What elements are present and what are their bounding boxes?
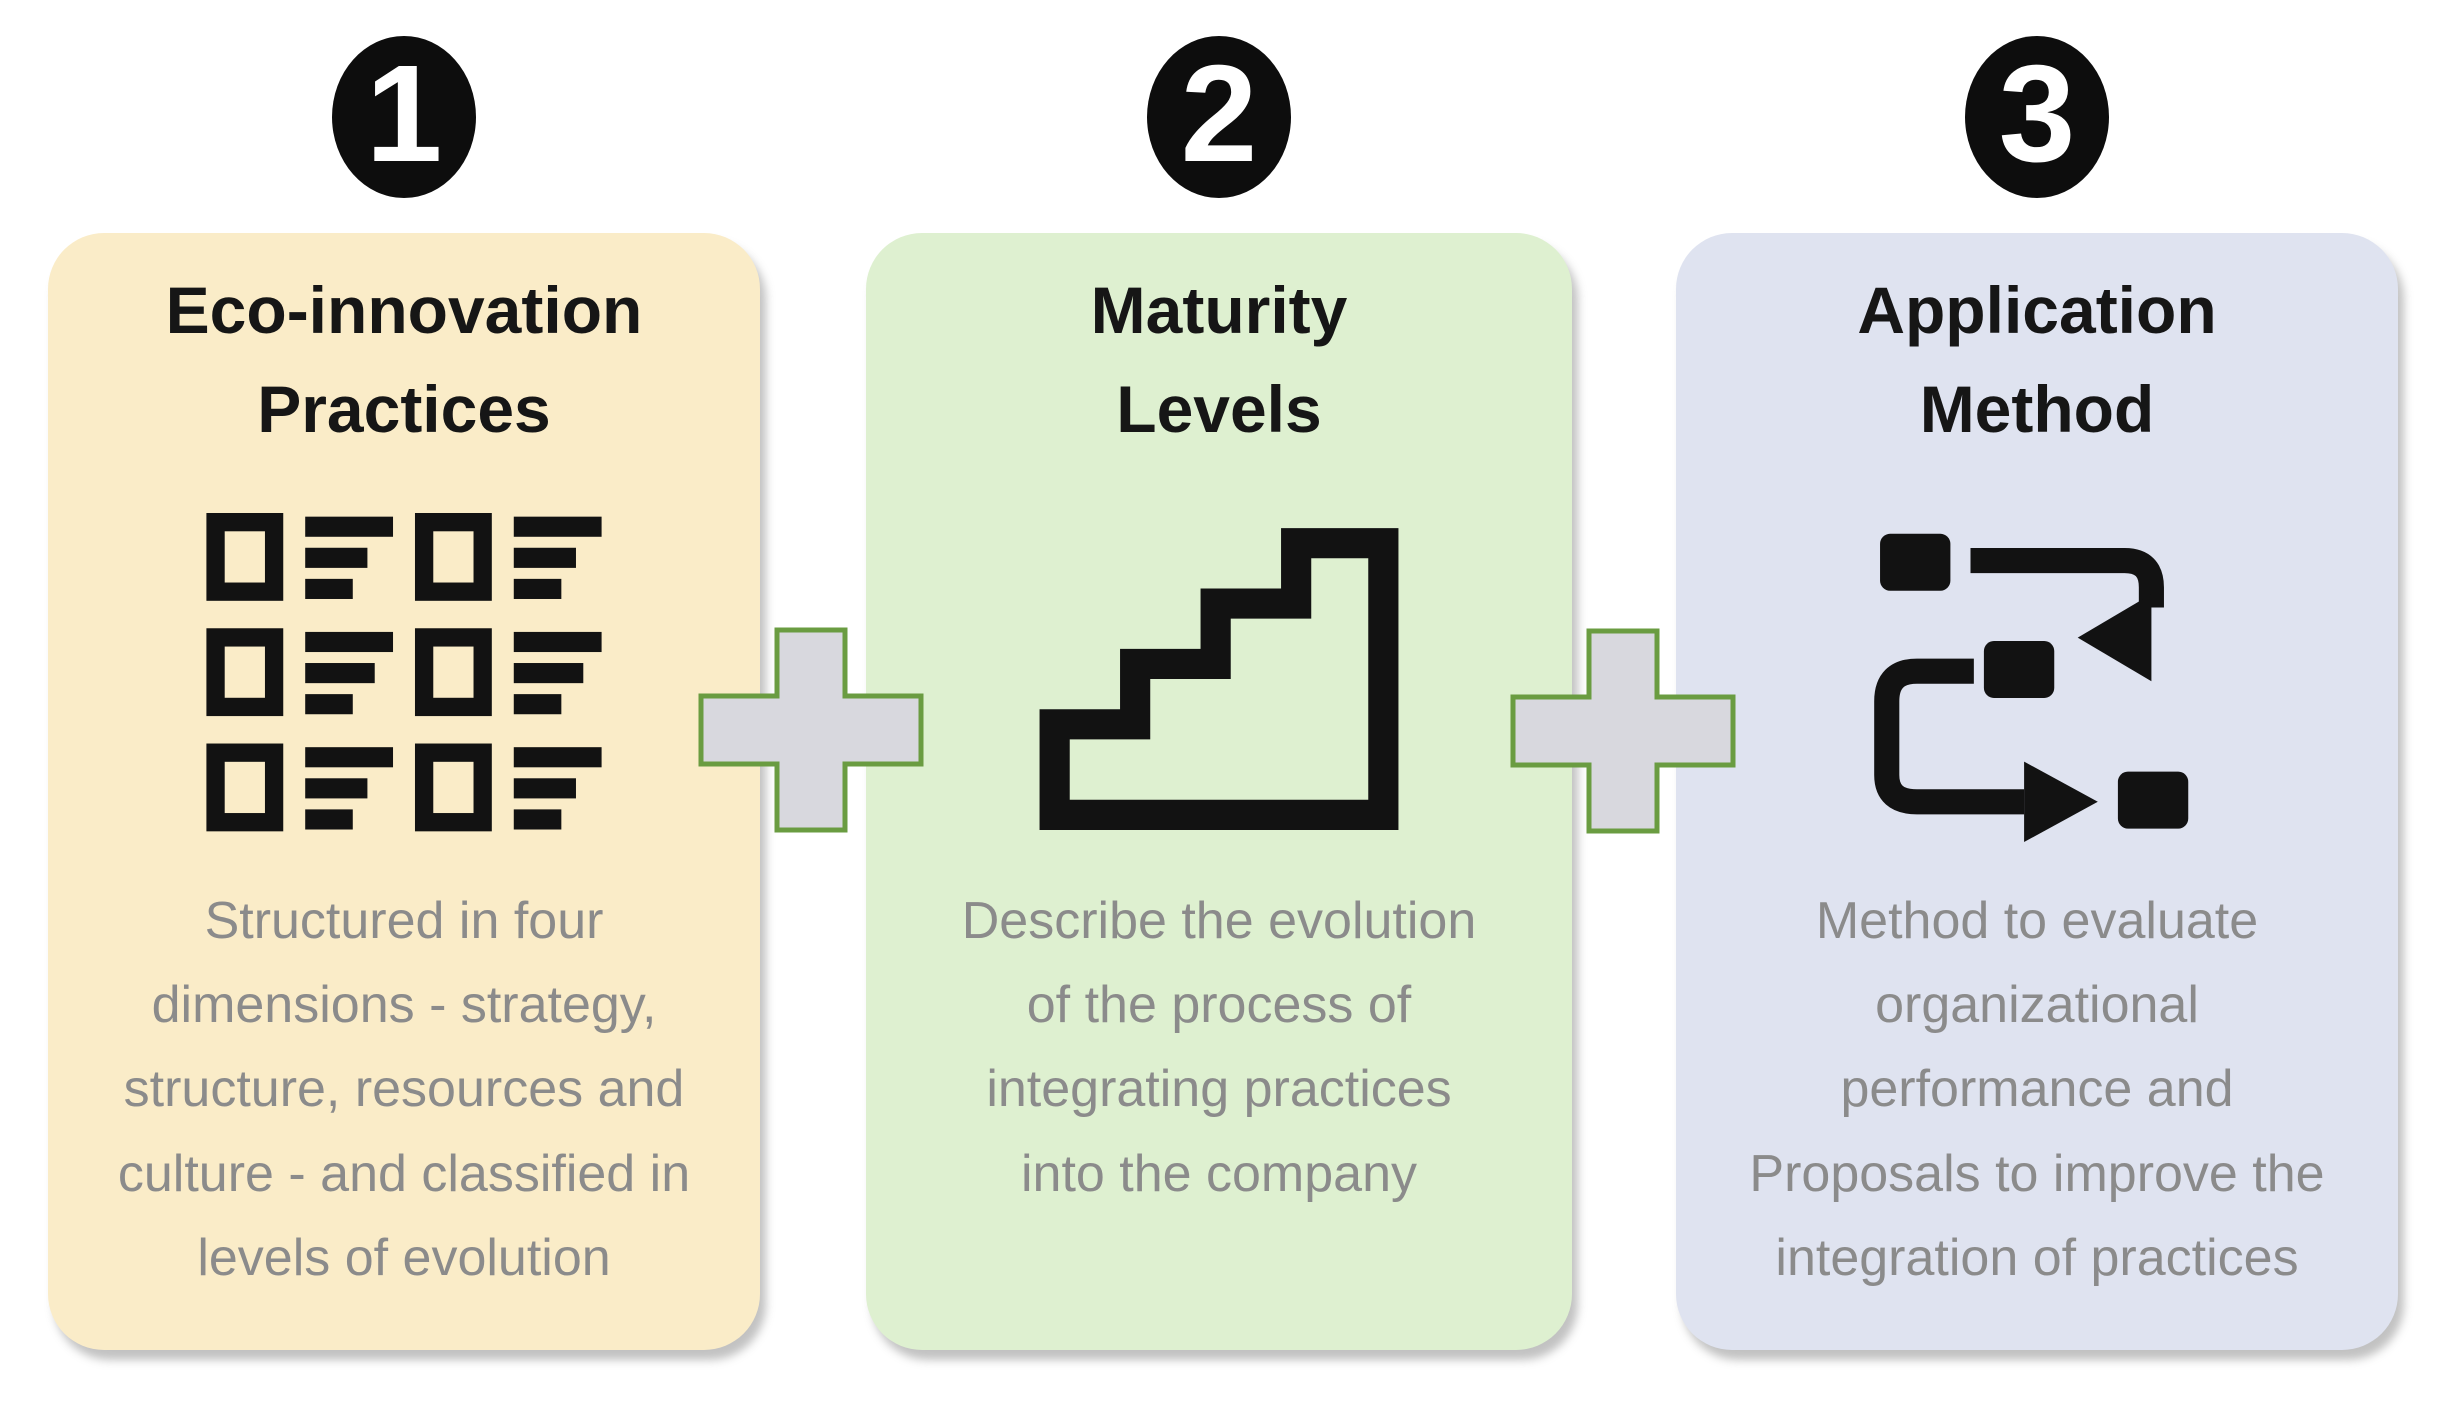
flowchart-icon	[1870, 513, 2205, 842]
step-1-title: Eco-innovation Practices	[165, 273, 643, 446]
step-1-description: Structured in four dimensions - strategy…	[117, 892, 691, 1287]
step-2-number-badge: 2	[1147, 36, 1291, 198]
step-2-card: Maturity Levels Describe the evolution o…	[866, 233, 1572, 1350]
plus-connector-1	[698, 627, 924, 833]
plus-connector-2	[1510, 628, 1736, 834]
step-3-number-badge: 3	[1965, 36, 2109, 198]
step-3-title: Application Method	[1857, 273, 2217, 446]
checklist-grid-icon	[204, 513, 604, 835]
step-2-title: Maturity Levels	[1090, 273, 1348, 446]
step-2-description: Describe the evolution of the process of…	[961, 892, 1477, 1203]
stairs-icon	[1033, 513, 1405, 835]
step-1-card: Eco-innovation Practices	[48, 233, 760, 1350]
step-3-description: Method to evaluate organizational perfor…	[1749, 892, 2325, 1287]
step-1-number-badge: 1	[332, 36, 476, 198]
step-3-card: Application Method Method to evaluate or…	[1676, 233, 2398, 1350]
